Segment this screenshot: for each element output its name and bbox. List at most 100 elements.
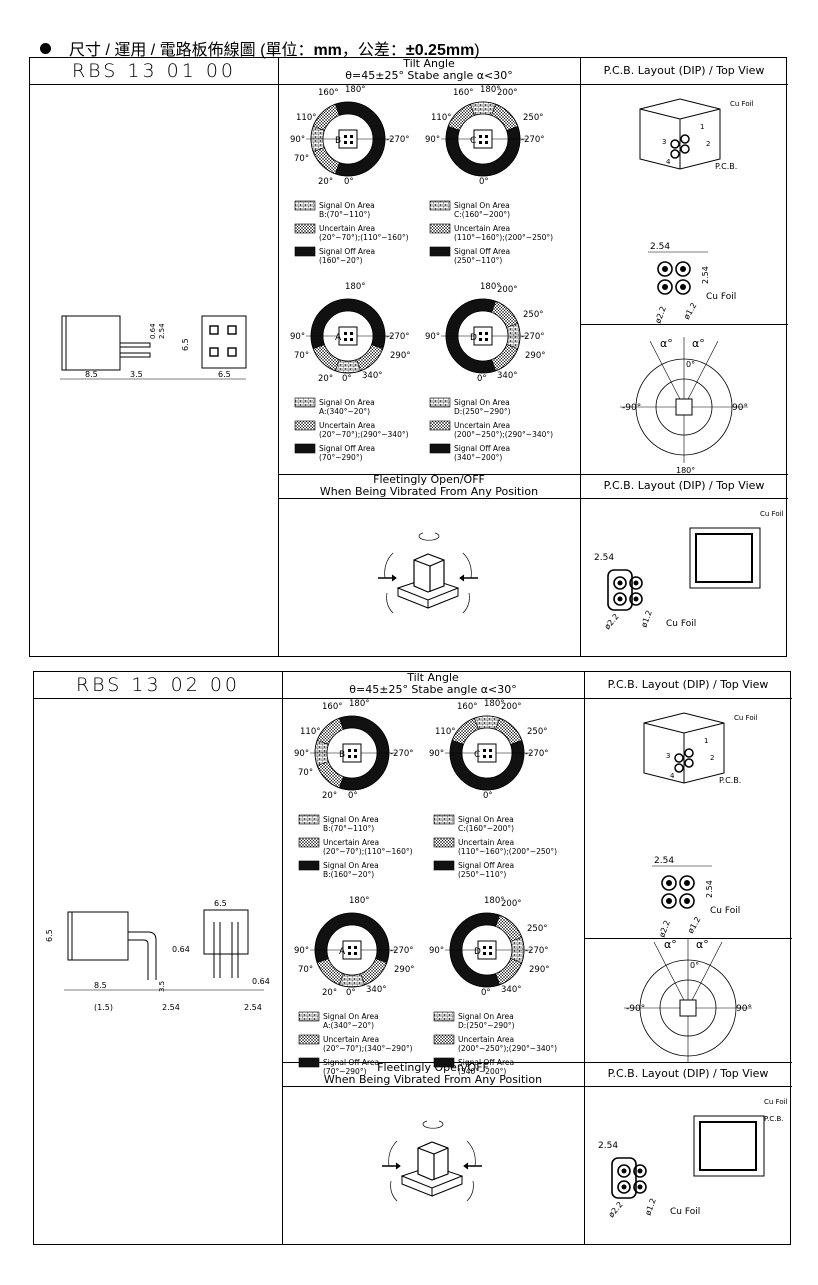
pcb-label: P.C.B. <box>764 1115 784 1123</box>
angle-label: 70° <box>298 965 313 975</box>
angle-label: 340° <box>497 371 517 381</box>
legend-title: Uncertain Area <box>454 224 510 233</box>
spec-panel: RBS 13 02 00 Tilt Angle θ=45±25° Stabe a… <box>33 671 792 1245</box>
legend-swatch <box>294 200 316 211</box>
legend-range: (20°~70°);(110°~160°) <box>319 233 409 242</box>
pad-hole <box>666 880 672 886</box>
pin-number: 2 <box>710 754 714 762</box>
legend-title: Uncertain Area <box>454 421 510 430</box>
angle-label: 90° <box>290 332 305 342</box>
pcb-layout-header: P.C.B. Layout (DIP) / Top View <box>603 64 765 77</box>
angle-label: 340° <box>362 371 382 381</box>
ring-letter: D <box>474 947 481 957</box>
pad-hole <box>633 596 639 602</box>
tilt-angle-formula: θ=45±25° Stabe angle α<30° <box>349 683 517 696</box>
pcb-layout-header-2: P.C.B. Layout (DIP) / Top View <box>603 479 765 492</box>
cu-foil-trace <box>611 1157 637 1199</box>
dim-label: 8.5 <box>85 370 98 379</box>
angle-label: 0° <box>346 988 356 998</box>
bullet-icon <box>40 43 51 54</box>
legend-range: (20°~70°);(110°~160°) <box>323 847 413 856</box>
pad-hole <box>637 1184 643 1190</box>
dim-label: 3.5 <box>130 370 143 379</box>
angle-label: 90° <box>290 135 305 145</box>
model-number: RBS 13 02 00 <box>75 674 241 696</box>
angle-label: -270° <box>521 332 545 342</box>
pin-pad <box>680 134 690 144</box>
switch-pin <box>485 338 488 341</box>
angle-label: -270° <box>386 135 410 145</box>
angle-label: 180° <box>484 896 504 906</box>
motion-arc <box>418 532 440 541</box>
pin-number: 1 <box>704 737 708 745</box>
tilt-ring-b <box>310 715 396 791</box>
switch-pin <box>483 946 486 949</box>
heading-unit: mm <box>313 42 342 59</box>
legend-title: Signal On Area <box>454 201 510 210</box>
pad-hole <box>637 1168 643 1174</box>
switch-pin <box>348 749 351 752</box>
switch-pin <box>489 749 492 752</box>
switch-pin <box>348 952 351 955</box>
legend-swatch <box>298 860 320 871</box>
legend-swatch <box>294 420 316 431</box>
dim-label: 6.5 <box>218 370 231 379</box>
pad-hole <box>662 266 668 272</box>
switch-pin <box>489 952 492 955</box>
diameter-label: ø2.2 <box>607 1200 625 1219</box>
legend-title: Signal Off Area <box>319 444 375 453</box>
pcb-layout-header-2: P.C.B. Layout (DIP) / Top View <box>607 1067 769 1080</box>
angle-label: -270° <box>386 332 410 342</box>
switch-body <box>338 326 358 346</box>
heading-prefix: 尺寸 / 運用 / 電路板佈線圖 (單位： <box>69 42 314 59</box>
legend-range: A:(340°~20°) <box>323 1021 374 1030</box>
legend-swatch <box>429 200 451 211</box>
pcb-label: P.C.B. <box>715 162 737 171</box>
angle-label: 180° <box>345 85 365 95</box>
angle-label: 90° <box>425 135 440 145</box>
pad-ring <box>675 261 691 277</box>
diameter-label: ø2.2 <box>657 919 671 938</box>
legend-swatch <box>298 1057 320 1068</box>
pad-hole <box>633 580 639 586</box>
motion-arc <box>462 552 472 579</box>
legend-swatch <box>433 1034 455 1045</box>
switch-pin <box>485 332 488 335</box>
pin-square <box>227 325 237 335</box>
vibration-subtitle: When Being Vibrated From Any Position <box>319 485 539 498</box>
tilt-angle-header: Tilt Angle θ=45±25° Stabe angle α<30° <box>282 672 584 698</box>
pin-number: 4 <box>666 158 671 166</box>
legend-title: Signal On Area <box>323 1012 379 1021</box>
switch-pin <box>489 946 492 949</box>
switch-face <box>699 1121 757 1171</box>
tilt-angle-title: Tilt Angle <box>403 57 455 70</box>
pad-hole <box>621 1168 627 1174</box>
pin-square <box>209 347 219 357</box>
model-number: RBS 13 01 00 <box>71 60 237 82</box>
pad-ring <box>661 875 677 891</box>
pin-square <box>227 347 237 357</box>
vibration-header: Fleetingly Open/OFF When Being Vibrated … <box>278 474 580 498</box>
stable-angle-drawing: α°α°0°-90°90°180° <box>624 938 752 1062</box>
legend-swatch <box>298 814 320 825</box>
stable-angle-drawing: α°α°0°-90°90°180° <box>620 337 748 474</box>
pad-ring <box>657 279 673 295</box>
arrow-head <box>391 574 465 582</box>
angle-label: -270° <box>525 749 549 759</box>
angle-label: 160° <box>457 702 477 712</box>
switch-pin <box>350 338 353 341</box>
switch-pin <box>354 946 357 949</box>
motion-arc <box>388 1140 398 1167</box>
switch-pin <box>479 338 482 341</box>
legend-range: A:(340°~20°) <box>319 407 370 416</box>
angle-label: 90° <box>294 749 309 759</box>
vibration-drawing <box>378 532 478 614</box>
angle-label: 340° <box>501 985 521 995</box>
legend-title: Signal On Area <box>319 201 375 210</box>
pad-ring <box>679 893 695 909</box>
cu-foil-label: Cu Foil <box>706 292 736 302</box>
switch-pin <box>485 141 488 144</box>
